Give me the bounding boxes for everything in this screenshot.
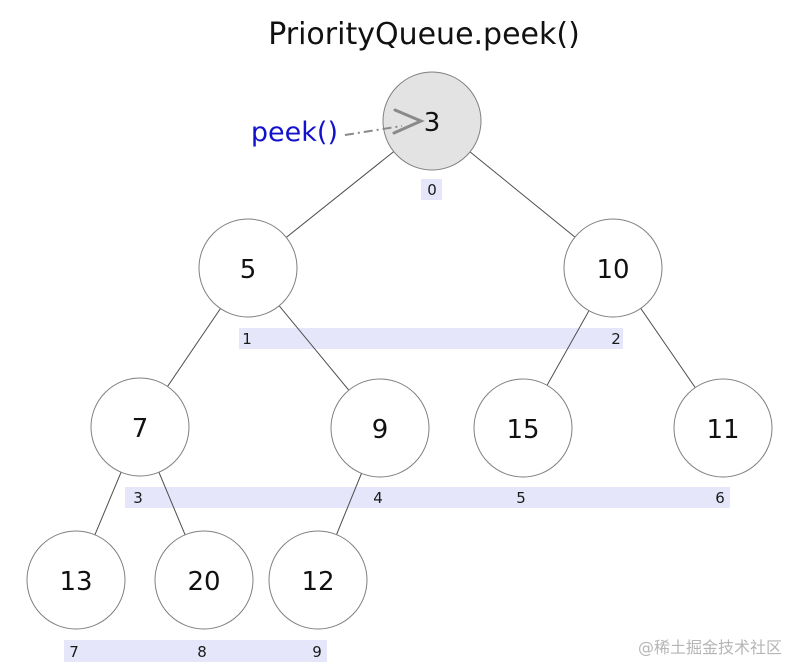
node-value-idx0: 3 [424,108,441,138]
peek-annotation: peek() [251,108,425,148]
index-bar-level2 [125,487,730,508]
heap-node-circle-idx9 [268,530,368,630]
node-value-idx7: 13 [59,567,92,597]
tree-edges [75,120,724,581]
index-label-5: 5 [516,489,526,507]
index-labels: 0 1 2 3 4 5 6 7 8 9 [69,181,725,661]
index-label-8: 8 [197,643,207,661]
node-value-idx4: 9 [372,415,389,445]
node-value-idx8: 20 [187,567,220,597]
heap-node-circle-idx0 [382,71,482,171]
index-bar-level0 [421,179,442,200]
watermark: @稀土掘金技术社区 [637,638,782,657]
index-bar-level3 [64,640,327,662]
heap-nodes: 3 5 10 7 9 15 11 13 20 12 [26,71,773,630]
heap-node-circle-idx3 [90,377,190,477]
node-value-idx6: 11 [706,415,739,445]
page-title: PriorityQueue.peek() [268,17,580,52]
index-label-3: 3 [133,489,143,507]
node-value-idx5: 15 [506,415,539,445]
heap-node-circle-idx8 [154,530,254,630]
index-bars [64,179,730,662]
heap-node-circle-idx2 [563,218,663,318]
index-label-4: 4 [373,489,383,507]
index-label-0: 0 [427,181,437,199]
node-value-idx2: 10 [596,255,629,285]
node-value-idx1: 5 [240,255,257,285]
node-value-idx9: 12 [301,567,334,597]
index-label-6: 6 [715,489,725,507]
peek-label: peek() [251,117,338,148]
heap-node-circle-idx5 [473,378,573,478]
peek-arrowhead-icon [392,108,425,135]
heap-node-circle-idx7 [26,530,126,630]
heap-node-circle-idx1 [198,218,298,318]
index-label-9: 9 [312,643,322,661]
index-bar-level1 [239,328,623,349]
heap-node-circle-idx4 [330,378,430,478]
index-label-2: 2 [611,330,621,348]
heap-node-circle-idx6 [673,378,773,478]
index-label-1: 1 [242,330,252,348]
node-value-idx3: 7 [132,414,149,444]
index-label-7: 7 [69,643,79,661]
